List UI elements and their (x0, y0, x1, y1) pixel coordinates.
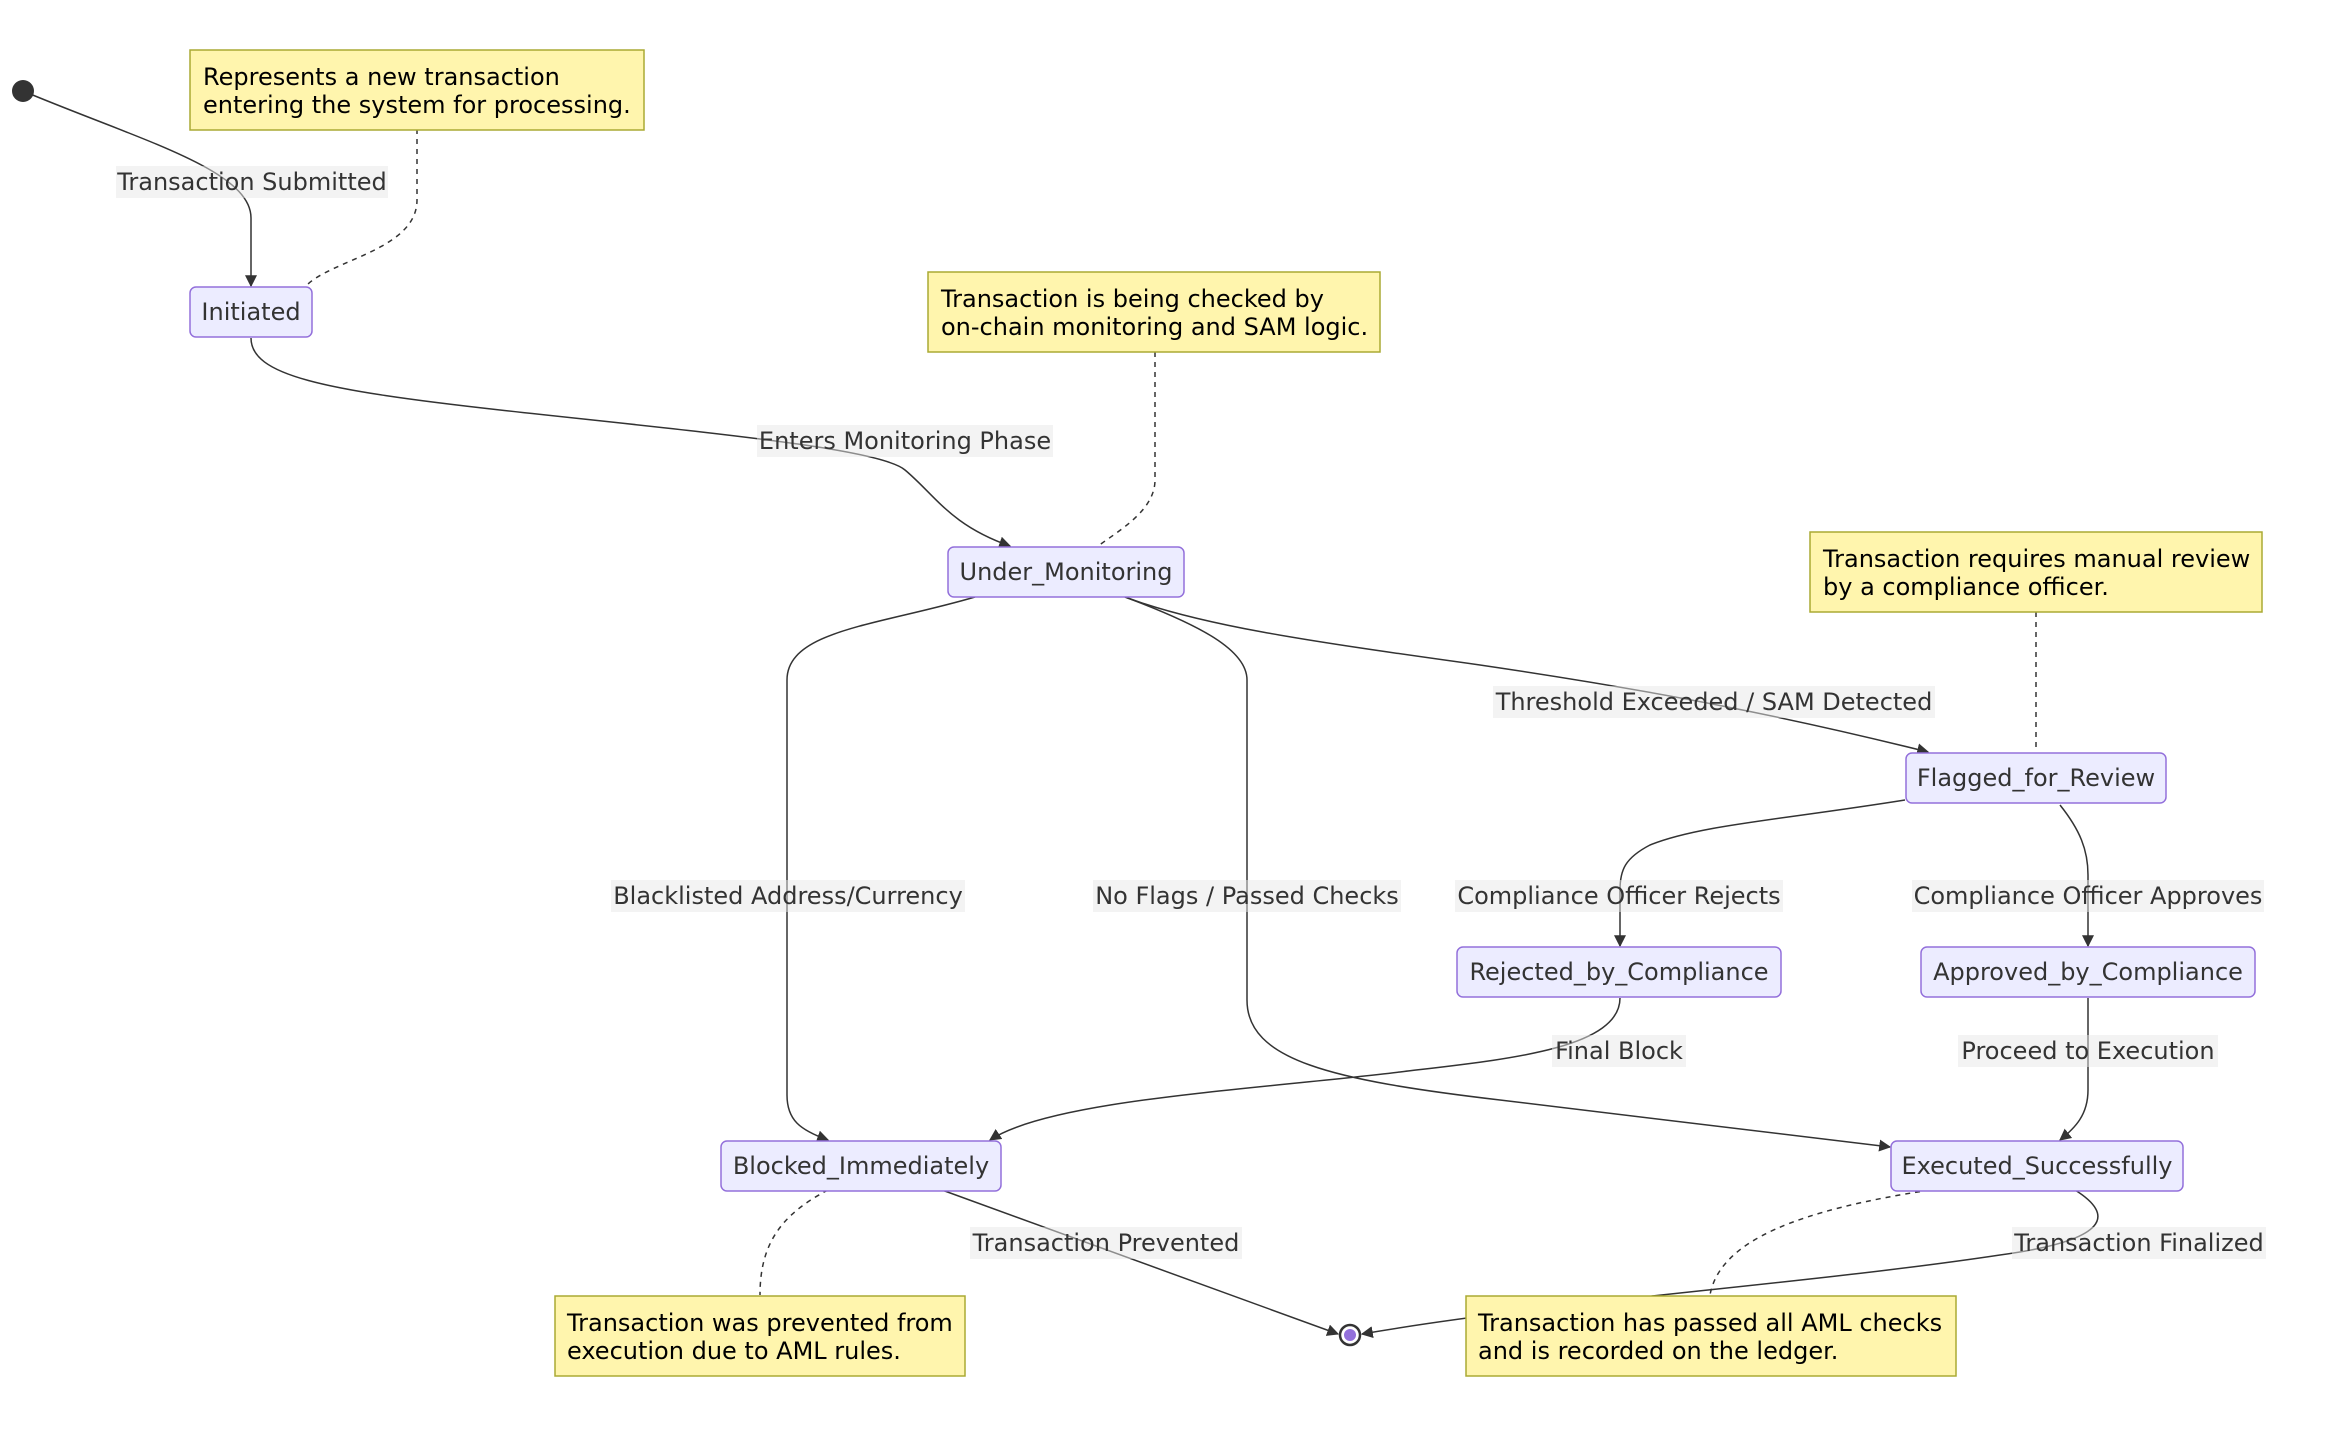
state-label-initiated: Initiated (201, 298, 300, 326)
edge-initiated-to-under-monitoring (250, 337, 1012, 549)
label-transaction-finalized: Transaction Finalized (2012, 1227, 2266, 1259)
state-label-executed-successfully: Executed_Successfully (1901, 1152, 2172, 1180)
svg-text:Transaction is being checked b: Transaction is being checked by (940, 285, 1324, 313)
transition-labels: Transaction Submitted Enters Monitoring … (116, 166, 2266, 1259)
svg-text:by a compliance officer.: by a compliance officer. (1823, 573, 2109, 601)
edge-flagged-to-approved (2059, 804, 2094, 948)
state-blocked-immediately[interactable]: Blocked_Immediately (720, 1140, 1002, 1192)
label-final-block: Final Block (1552, 1035, 1686, 1067)
transitions (22, 90, 2099, 1339)
state-label-flagged-for-review: Flagged_for_Review (1917, 764, 2155, 792)
svg-text:entering the system for proces: entering the system for processing. (203, 91, 631, 119)
label-blacklisted: Blacklisted Address/Currency (611, 880, 965, 912)
edge-start-to-initiated (22, 90, 257, 288)
edge-flagged-to-rejected (1614, 799, 1906, 948)
label-officer-rejects: Compliance Officer Rejects (1455, 880, 1783, 912)
label-transaction-submitted: Transaction Submitted (116, 166, 388, 198)
state-label-approved-by-compliance: Approved_by_Compliance (1933, 958, 2243, 986)
note-initiated: Represents a new transaction entering th… (189, 49, 645, 131)
note-link-initiated (305, 129, 418, 287)
state-label-blocked-immediately: Blocked_Immediately (733, 1152, 989, 1180)
svg-text:Threshold Exceeded / SAM Detec: Threshold Exceeded / SAM Detected (1495, 688, 1933, 716)
state-label-rejected-by-compliance: Rejected_by_Compliance (1469, 958, 1768, 986)
edge-approved-to-executed (2059, 998, 2089, 1141)
edge-monitoring-to-blocked (786, 596, 976, 1143)
note-link-blocked (759, 1189, 829, 1296)
label-threshold-exceeded: Threshold Exceeded / SAM Detected (1493, 686, 1935, 718)
label-officer-approves: Compliance Officer Approves (1912, 880, 2264, 912)
state-flagged-for-review[interactable]: Flagged_for_Review (1905, 752, 2167, 804)
label-enters-monitoring-phase: Enters Monitoring Phase (757, 425, 1053, 457)
label-proceed-execution: Proceed to Execution (1958, 1035, 2218, 1067)
edge-rejected-to-blocked (989, 997, 1621, 1141)
label-transaction-prevented: Transaction Prevented (970, 1227, 1242, 1259)
note-blocked-immediately: Transaction was prevented from execution… (554, 1295, 966, 1377)
svg-text:Final Block: Final Block (1555, 1037, 1683, 1065)
state-under-monitoring[interactable]: Under_Monitoring (947, 546, 1185, 598)
svg-text:execution due to AML rules.: execution due to AML rules. (567, 1337, 901, 1365)
svg-text:Transaction Prevented: Transaction Prevented (972, 1229, 1240, 1257)
svg-text:Transaction Submitted: Transaction Submitted (116, 168, 386, 196)
edge-monitoring-to-executed (1124, 596, 1892, 1152)
edge-monitoring-to-flagged (1124, 596, 1930, 756)
svg-text:Transaction has passed all AML: Transaction has passed all AML checks (1477, 1309, 1942, 1337)
svg-text:on-chain monitoring and SAM lo: on-chain monitoring and SAM logic. (941, 313, 1368, 341)
note-link-executed (1709, 1189, 1931, 1296)
svg-text:Transaction Finalized: Transaction Finalized (2013, 1229, 2264, 1257)
note-flagged-for-review: Transaction requires manual review by a … (1809, 531, 2263, 613)
label-no-flags: No Flags / Passed Checks (1093, 880, 1401, 912)
state-approved-by-compliance[interactable]: Approved_by_Compliance (1920, 946, 2256, 998)
note-under-monitoring: Transaction is being checked by on-chain… (927, 271, 1381, 353)
svg-text:Proceed to Execution: Proceed to Execution (1961, 1037, 2214, 1065)
start-node (12, 80, 34, 102)
note-links (305, 129, 2037, 1296)
state-executed-successfully[interactable]: Executed_Successfully (1890, 1140, 2184, 1192)
svg-text:No Flags / Passed Checks: No Flags / Passed Checks (1095, 882, 1399, 910)
state-rejected-by-compliance[interactable]: Rejected_by_Compliance (1456, 946, 1782, 998)
note-executed-successfully: Transaction has passed all AML checks an… (1465, 1295, 1957, 1377)
state-label-under-monitoring: Under_Monitoring (960, 558, 1173, 586)
svg-text:Transaction was prevented from: Transaction was prevented from (566, 1309, 953, 1337)
svg-text:and is recorded on the ledger.: and is recorded on the ledger. (1478, 1337, 1838, 1365)
edge-blocked-to-end (941, 1189, 1340, 1336)
svg-text:Transaction requires manual re: Transaction requires manual review (1822, 545, 2250, 573)
svg-text:Represents a new transaction: Represents a new transaction (203, 63, 560, 91)
end-node (1338, 1323, 1362, 1347)
svg-text:Enters Monitoring Phase: Enters Monitoring Phase (759, 427, 1051, 455)
state-initiated[interactable]: Initiated (189, 286, 313, 338)
svg-text:Blacklisted Address/Currency: Blacklisted Address/Currency (613, 882, 963, 910)
note-link-under-monitoring (1097, 352, 1156, 547)
svg-text:Compliance Officer Rejects: Compliance Officer Rejects (1457, 882, 1780, 910)
svg-text:Compliance Officer Approves: Compliance Officer Approves (1914, 882, 2263, 910)
